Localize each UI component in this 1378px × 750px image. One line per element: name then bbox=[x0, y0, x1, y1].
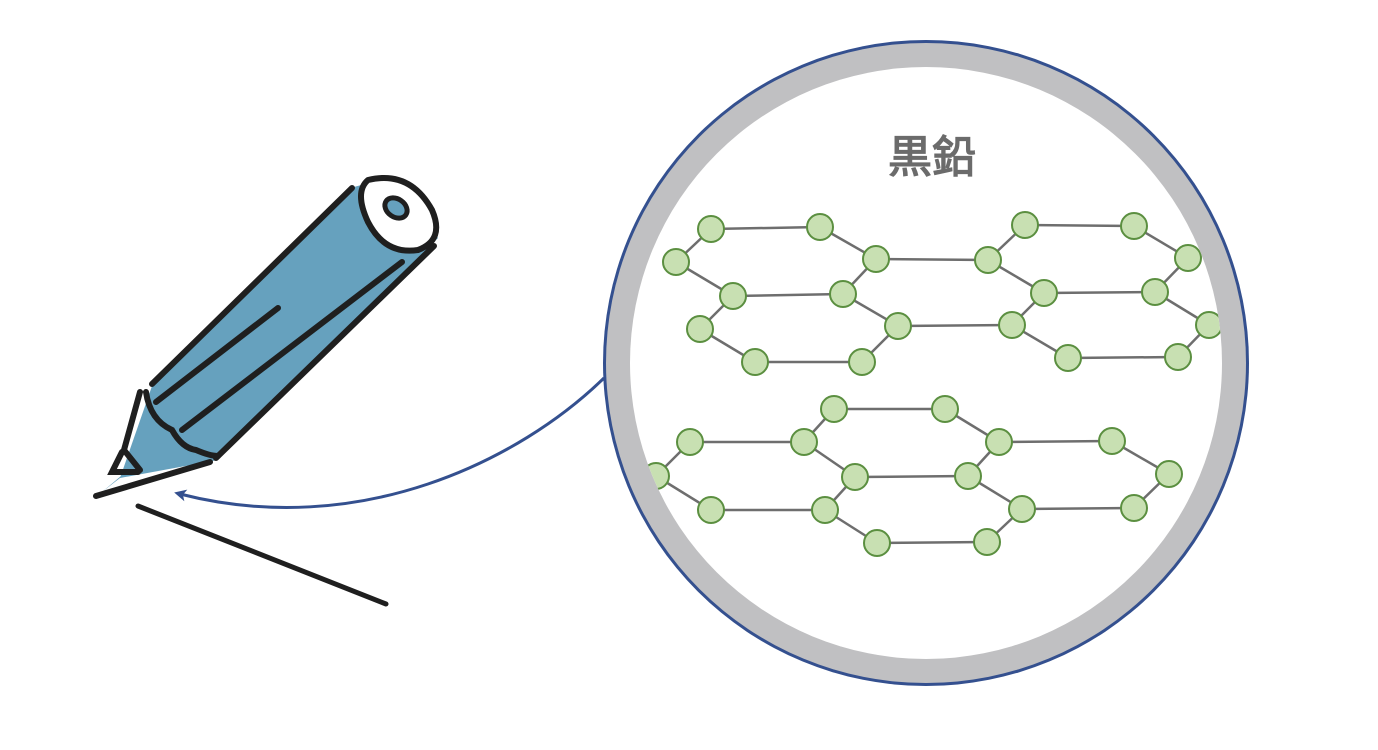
pencil-end bbox=[358, 175, 440, 254]
carbon-atom bbox=[697, 496, 725, 524]
carbon-atom bbox=[974, 246, 1002, 274]
carbon-bond bbox=[710, 225, 821, 231]
carbon-atom bbox=[1141, 278, 1169, 306]
carbon-atom bbox=[954, 462, 982, 490]
carbon-atom bbox=[848, 348, 876, 376]
carbon-atom bbox=[1120, 212, 1148, 240]
carbon-bond bbox=[1024, 223, 1135, 228]
carbon-bond bbox=[732, 292, 844, 298]
pencil-body bbox=[120, 184, 438, 479]
carbon-bond bbox=[1021, 506, 1135, 511]
diagram-title: 黒鉛 bbox=[888, 132, 976, 183]
carbon-atom bbox=[841, 463, 869, 491]
carbon-atom bbox=[697, 215, 725, 243]
carbon-atom bbox=[1011, 211, 1039, 239]
carbon-atom bbox=[662, 248, 690, 276]
carbon-atom bbox=[719, 282, 747, 310]
carbon-atom bbox=[1054, 344, 1082, 372]
carbon-atom bbox=[973, 528, 1001, 556]
carbon-bond bbox=[897, 323, 1013, 328]
carbon-atom bbox=[741, 348, 769, 376]
zoom-arrow bbox=[174, 376, 606, 509]
carbon-atom bbox=[811, 496, 839, 524]
carbon-atom bbox=[863, 529, 891, 557]
carbon-atom bbox=[884, 312, 912, 340]
carbon-atom bbox=[829, 280, 857, 308]
carbon-bond bbox=[875, 257, 989, 262]
carbon-atom bbox=[1174, 244, 1202, 272]
carbon-atom bbox=[862, 245, 890, 273]
carbon-bond bbox=[998, 439, 1113, 444]
carbon-atom bbox=[1195, 311, 1222, 339]
carbon-atom bbox=[1164, 343, 1192, 371]
carbon-atom bbox=[985, 428, 1013, 456]
carbon-atom bbox=[1030, 279, 1058, 307]
carbon-bond bbox=[876, 540, 988, 545]
carbon-atom bbox=[1008, 495, 1036, 523]
carbon-bond bbox=[854, 474, 969, 479]
carbon-atom bbox=[931, 395, 959, 423]
graphite-lattice bbox=[642, 211, 1222, 557]
carbon-atom bbox=[1155, 460, 1183, 488]
carbon-atom bbox=[790, 428, 818, 456]
pencil-mark-line bbox=[135, 503, 389, 607]
carbon-atom bbox=[686, 315, 714, 343]
carbon-atom bbox=[1120, 494, 1148, 522]
carbon-atom bbox=[998, 311, 1026, 339]
carbon-atom bbox=[1098, 427, 1126, 455]
carbon-bond bbox=[1043, 290, 1156, 295]
carbon-atom bbox=[820, 395, 848, 423]
pencil-icon bbox=[93, 175, 440, 499]
carbon-atom bbox=[806, 213, 834, 241]
carbon-atom bbox=[676, 428, 704, 456]
carbon-bond bbox=[1067, 355, 1179, 360]
